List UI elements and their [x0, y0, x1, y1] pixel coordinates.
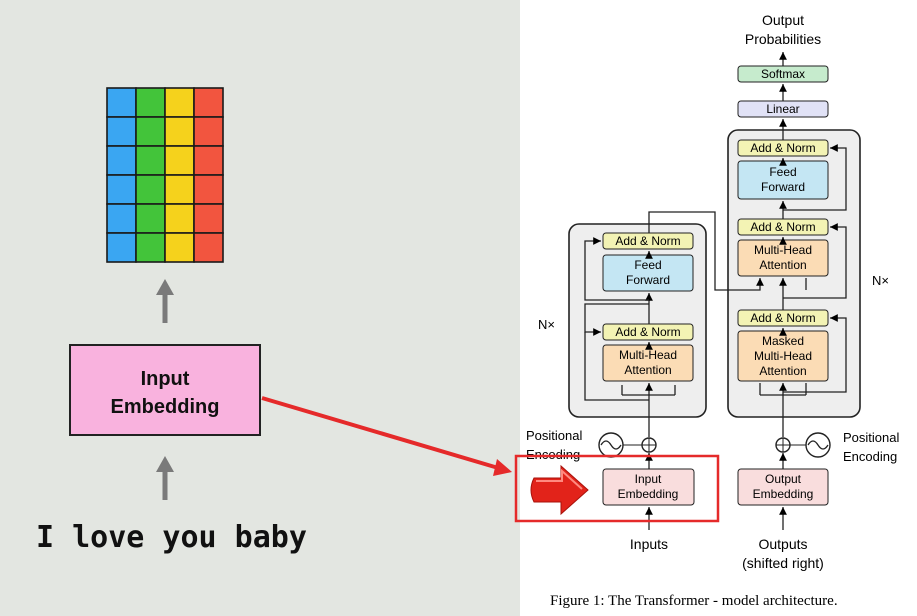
matrix-cell [135, 87, 166, 118]
plus-icon-left [641, 437, 657, 453]
inputs-label: Inputs [630, 536, 668, 552]
matrix-cell [135, 232, 166, 263]
left-panel [0, 0, 520, 616]
transformer-input-embedding-label2: Embedding [618, 487, 679, 501]
positional-encoding-right-line2: Encoding [843, 449, 897, 464]
input-embedding-label-line1: Input [141, 368, 190, 390]
decoder-nx-label: N× [872, 273, 889, 288]
decoder-add-norm-bottom-label: Add & Norm [750, 311, 815, 325]
encoder-add-norm-bottom [602, 323, 694, 341]
connection-lines [584, 52, 847, 530]
transformer-input-embedding-label1: Input [635, 472, 662, 486]
output-probabilities-line2: Probabilities [745, 31, 821, 47]
matrix-cell [193, 145, 224, 176]
encoder-mha-label1: Multi-Head [619, 348, 677, 362]
outputs-label-line2: (shifted right) [742, 555, 824, 571]
matrix-cell [164, 232, 195, 263]
encoder-stack [568, 223, 707, 418]
matrix-cell [106, 232, 137, 263]
input-sentence: I love you baby [36, 520, 307, 555]
matrix-cell [164, 145, 195, 176]
matrix-cell [106, 87, 137, 118]
decoder-mha-label1: Multi-Head [754, 243, 812, 257]
transformer-output-embedding-label1: Output [765, 472, 802, 486]
softmax-label: Softmax [761, 67, 805, 81]
decoder-masked-label2: Multi-Head [754, 349, 812, 363]
matrix-cell [193, 203, 224, 234]
matrix-cell [106, 145, 137, 176]
decoder-mha-label2: Attention [759, 258, 806, 272]
highlight-rectangle [514, 454, 720, 523]
encoder-add-norm-top [602, 232, 694, 250]
positional-encoding-right-line1: Positional [843, 430, 899, 445]
encoder-feed-forward-label1: Feed [634, 258, 661, 272]
matrix-cell [164, 116, 195, 147]
decoder-feed-forward-label2: Forward [761, 180, 805, 194]
positional-encoding-left-line1: Positional [526, 428, 582, 443]
matrix-cell [106, 174, 137, 205]
matrix-cell [135, 203, 166, 234]
transformer-output-embedding-label2: Embedding [753, 487, 814, 501]
figure-caption: Figure 1: The Transformer - model archit… [550, 593, 838, 609]
encoder-nx-label: N× [538, 317, 555, 332]
outputs-label-line1: Outputs [758, 536, 807, 552]
embedding-matrix [106, 87, 224, 263]
encoder-feed-forward-label2: Forward [626, 273, 670, 287]
output-probabilities-line1: Output [762, 12, 804, 28]
matrix-cell [193, 116, 224, 147]
matrix-cell [106, 116, 137, 147]
decoder-masked-label1: Masked [762, 334, 804, 348]
input-embedding-label-line2: Embedding [111, 396, 220, 418]
decoder-add-norm-middle-label: Add & Norm [750, 220, 815, 234]
linear-label: Linear [766, 102, 799, 116]
positional-sine-icon-right [805, 432, 831, 458]
positional-sine-icon-left [598, 432, 624, 458]
decoder-feed-forward-label1: Feed [769, 165, 796, 179]
red-arrow-icon [530, 464, 589, 516]
matrix-cell [135, 174, 166, 205]
matrix-cell [164, 203, 195, 234]
positional-encoding-left-line2: Encoding [526, 447, 580, 462]
matrix-cell [135, 116, 166, 147]
matrix-cell [164, 87, 195, 118]
matrix-cell [135, 145, 166, 176]
matrix-cell [106, 203, 137, 234]
up-arrow-to-matrix [156, 279, 174, 323]
pointer-arrow [261, 396, 512, 476]
matrix-cell [164, 174, 195, 205]
decoder-masked-label3: Attention [759, 364, 806, 378]
up-arrow-to-embedding [156, 456, 174, 500]
encoder-mha-label2: Attention [624, 363, 671, 377]
matrix-cell [193, 87, 224, 118]
encoder-add-norm-bottom-label: Add & Norm [615, 325, 680, 339]
decoder-add-norm-top-label: Add & Norm [750, 141, 815, 155]
input-embedding-box [69, 344, 261, 436]
plus-icon-right [775, 437, 791, 453]
matrix-cell [193, 174, 224, 205]
matrix-cell [193, 232, 224, 263]
encoder-add-norm-top-label: Add & Norm [615, 234, 680, 248]
